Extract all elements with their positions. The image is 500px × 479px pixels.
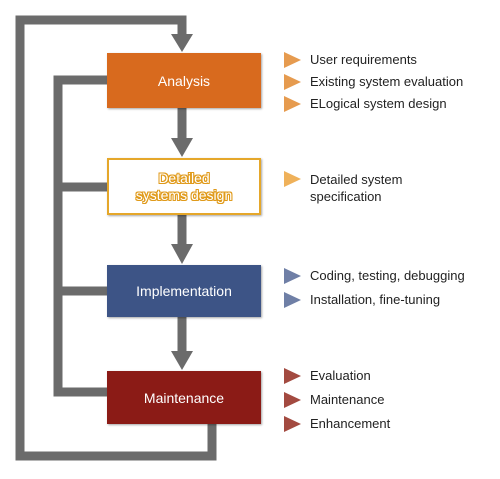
detail-text-continued: specification xyxy=(310,189,382,204)
analysis-stage-box: Analysis xyxy=(107,53,261,108)
inner-feedback-loop xyxy=(53,75,107,397)
list-item: User requirements xyxy=(284,51,463,73)
list-item: Evaluation xyxy=(284,367,390,391)
arrow-bullet-icon xyxy=(284,96,301,112)
list-item: Detailed system specification xyxy=(284,171,402,205)
detail-text: Evaluation xyxy=(310,368,371,383)
list-item: Existing system evaluation xyxy=(284,73,463,95)
arrow-bullet-icon xyxy=(284,292,301,308)
maintenance-detail-list: Evaluation Maintenance Enhancement xyxy=(284,367,390,439)
arrow-bullet-icon xyxy=(284,416,301,432)
arrow-bullet-icon xyxy=(284,268,301,284)
arrowhead-into-maintenance xyxy=(171,351,193,370)
detail-text: Detailed system xyxy=(310,172,403,187)
list-item: Enhancement xyxy=(284,415,390,439)
arrow-bullet-icon xyxy=(284,392,301,408)
detail-text: ELogical system design xyxy=(310,96,447,111)
detail-text: User requirements xyxy=(310,52,417,67)
list-item: ELogical system design xyxy=(284,95,463,117)
arrowhead-into-design xyxy=(171,138,193,157)
list-item: Maintenance xyxy=(284,391,390,415)
design-stage-label-line2: systems design xyxy=(135,186,233,203)
maintenance-stage-box: Maintenance xyxy=(107,371,261,424)
arrowhead-into-implementation xyxy=(171,244,193,264)
list-item: Installation, fine-tuning xyxy=(284,291,465,315)
implementation-detail-list: Coding, testing, debugging Installation,… xyxy=(284,267,465,315)
design-detail-list: Detailed system specification xyxy=(284,171,402,205)
implementation-stage-label: Implementation xyxy=(136,283,232,299)
list-item: Coding, testing, debugging xyxy=(284,267,465,291)
design-stage-label-line1: Detailed xyxy=(158,169,210,186)
analysis-detail-list: User requirements Existing system evalua… xyxy=(284,51,463,117)
detail-text: Installation, fine-tuning xyxy=(310,292,441,307)
arrow-bullet-icon xyxy=(284,52,301,68)
implementation-stage-box: Implementation xyxy=(107,265,261,317)
outer-feedback-loop xyxy=(15,15,217,461)
arrow-bullet-icon xyxy=(284,74,301,90)
detail-text: Coding, testing, debugging xyxy=(310,268,465,283)
arrowhead-into-analysis xyxy=(171,34,193,52)
maintenance-stage-label: Maintenance xyxy=(143,389,225,406)
arrow-bullet-icon xyxy=(284,171,301,187)
detail-text: Existing system evaluation xyxy=(310,74,464,89)
arrow-bullet-icon xyxy=(284,368,301,384)
detail-text: Maintenance xyxy=(310,392,385,407)
detail-text: Enhancement xyxy=(310,416,391,431)
design-stage-box: Detailed systems design xyxy=(107,158,261,215)
analysis-stage-label: Analysis xyxy=(157,72,211,89)
